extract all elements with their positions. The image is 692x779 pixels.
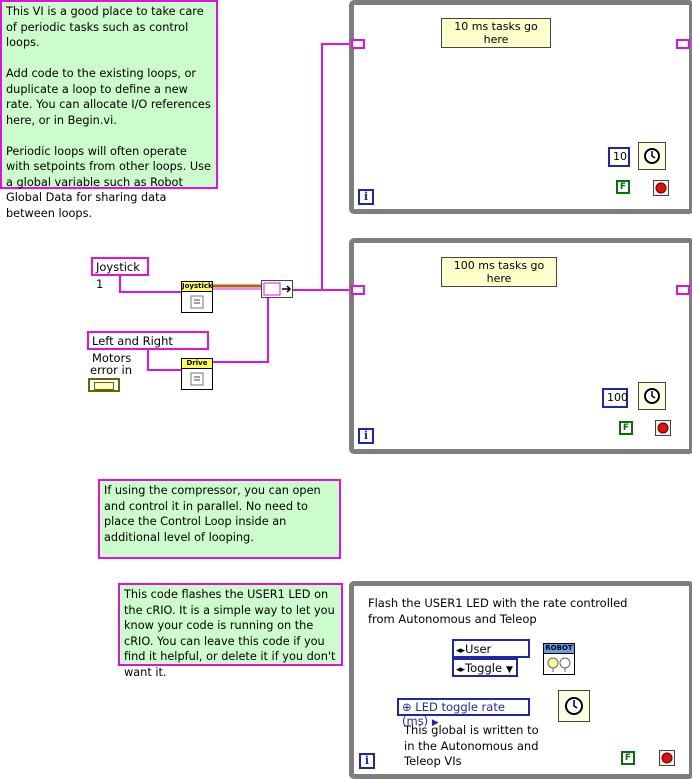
clock-icon	[644, 148, 660, 164]
loop10-wait-constant[interactable]: 10	[608, 147, 630, 167]
led-rate-global[interactable]: ⊕ LED toggle rate (ms) ▶	[397, 698, 530, 728]
arrow-right-icon: ▶	[431, 718, 439, 728]
loop100-tunnel-out	[676, 285, 690, 295]
bundle-icon	[263, 282, 292, 296]
loop10-tunnel-out	[676, 39, 690, 49]
drive-out-wire	[212, 298, 269, 363]
global-note-text: This global is written to in the Autonom…	[404, 723, 539, 768]
led-comment: This code flashes the USER1 LED on the c…	[118, 583, 343, 679]
loop100-tunnel-in	[351, 285, 365, 295]
joystick-subvi-label: Joystick	[182, 282, 213, 292]
loop10-banner: 10 ms tasks go here	[441, 18, 551, 48]
vi-icon	[190, 295, 204, 309]
error-in-label: error in	[90, 363, 132, 377]
loop10-wait-icon[interactable]	[638, 142, 666, 170]
ring-arrows-icon: ◂▸	[456, 665, 466, 675]
motors-ref-constant[interactable]: Left and Right Motors	[87, 331, 209, 365]
loop100-stop-terminal[interactable]	[655, 420, 671, 436]
while-loop-led[interactable]	[349, 581, 692, 779]
drive-get-subvi[interactable]: Drive	[181, 358, 213, 390]
joystick-get-subvi[interactable]: Joystick	[181, 281, 213, 313]
led-stop-terminal[interactable]	[659, 750, 675, 766]
dropdown-arrow-icon: ▼	[506, 665, 513, 675]
robot-label: ROBOT	[544, 644, 574, 654]
loop10-tunnel-in	[351, 39, 365, 49]
clock-icon	[644, 388, 660, 404]
toggle-ring[interactable]: ◂▸Toggle▼	[452, 658, 518, 677]
user-led-ring[interactable]: ◂▸User LED▼	[452, 639, 530, 674]
led-loop-description: Flash the USER1 LED with the rate contro…	[368, 596, 628, 626]
error-in-terminal[interactable]	[88, 378, 120, 392]
stop-icon	[661, 752, 673, 764]
bundle-cluster-node[interactable]	[261, 280, 293, 298]
clock-icon	[565, 697, 583, 715]
drive-subvi-label: Drive	[182, 359, 212, 369]
joystick-wire	[119, 272, 182, 293]
cluster-wire-main	[292, 43, 355, 291]
led-rate-global-label: LED toggle rate (ms)	[402, 700, 505, 728]
error-cluster-icon	[94, 382, 114, 390]
globe-icon: ⊕	[402, 700, 412, 714]
overview-comment: This VI is a good place to take care of …	[0, 0, 218, 220]
led-bulbs-icon	[547, 657, 571, 672]
stop-icon	[657, 422, 669, 434]
joystick-ref-constant[interactable]: Joystick 1	[91, 257, 149, 291]
led-wait-icon[interactable]	[558, 690, 590, 722]
led-false-constant[interactable]: F	[621, 751, 635, 765]
motors-wire	[147, 349, 182, 371]
loop10-stop-terminal[interactable]	[653, 180, 669, 196]
loop100-false-constant[interactable]: F	[619, 421, 633, 435]
loop10-iteration-terminal: i	[358, 189, 374, 205]
loop100-iteration-terminal: i	[358, 428, 374, 444]
loop100-wait-icon[interactable]	[638, 382, 666, 410]
toggle-ring-label: Toggle	[465, 661, 503, 675]
robot-led-subvi[interactable]: ROBOT	[543, 643, 575, 675]
stop-icon	[655, 182, 667, 194]
loop100-banner: 100 ms tasks go here	[441, 257, 557, 287]
ring-arrows-icon: ◂▸	[456, 646, 466, 656]
loop10-false-constant[interactable]: F	[616, 180, 630, 194]
vi-icon	[190, 372, 204, 386]
led-iteration-terminal: i	[359, 753, 375, 769]
compressor-comment: If using the compressor, you can open an…	[98, 479, 341, 559]
loop100-wait-constant[interactable]: 100	[602, 388, 628, 408]
